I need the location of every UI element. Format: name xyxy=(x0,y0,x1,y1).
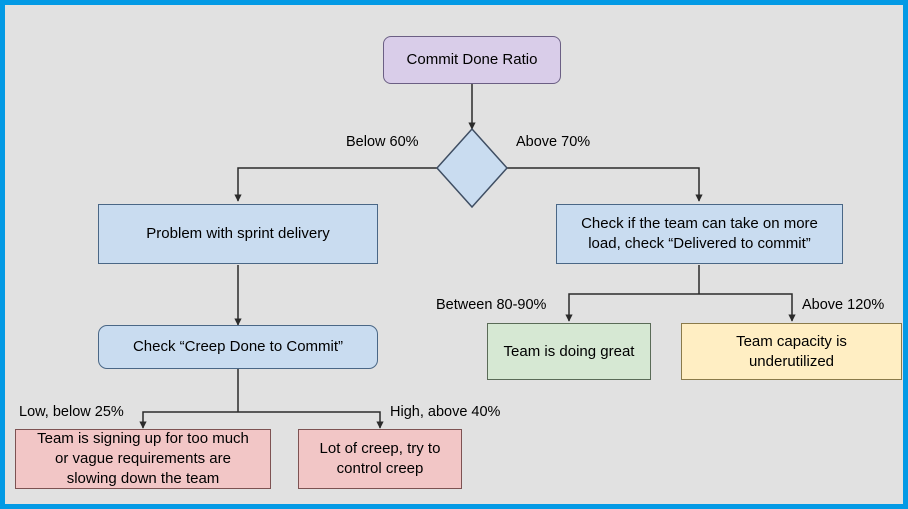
decision-diamond xyxy=(435,127,509,209)
edge-label-above-70: Above 70% xyxy=(516,134,591,150)
edge-check-more-load-to-doing-great xyxy=(565,293,699,322)
node-lot-of-creep[interactable]: Lot of creep, try to control creep xyxy=(298,429,462,489)
node-label: Team is doing great xyxy=(503,342,635,360)
edge-label-above-120: Above 120% xyxy=(802,297,885,313)
node-label: Team is signing up for too much or vague… xyxy=(37,430,249,487)
node-check-if-team-can-take-more-load[interactable]: Check if the team can take on more load,… xyxy=(556,204,843,264)
node-team-signing-up-too-much[interactable]: Team is signing up for too much or vague… xyxy=(15,429,271,489)
node-label: Check “Creep Done to Commit” xyxy=(132,338,344,356)
node-label: Commit Done Ratio xyxy=(406,51,538,69)
node-label: Problem with sprint delivery xyxy=(146,225,330,243)
node-check-creep-done-to-commit[interactable]: Check “Creep Done to Commit” xyxy=(98,325,378,369)
node-problem-with-sprint-delivery[interactable]: Problem with sprint delivery xyxy=(98,204,378,264)
node-label: Check if the team can take on more load,… xyxy=(581,215,818,252)
edge-decision-to-sprint-problem xyxy=(234,167,437,202)
edge-check-creep-to-signing-up xyxy=(139,411,238,429)
edge-label-high-above-40: High, above 40% xyxy=(390,404,501,420)
node-label: Lot of creep, try to control creep xyxy=(319,440,441,477)
edge-label-between-80-90: Between 80-90% xyxy=(436,297,547,313)
node-commit-done-ratio[interactable]: Commit Done Ratio xyxy=(383,36,561,84)
node-team-capacity-underutilized[interactable]: Team capacity is underutilized xyxy=(681,323,902,380)
node-label: Team capacity is underutilized xyxy=(736,332,847,370)
edge-label-below-60: Below 60% xyxy=(346,134,419,150)
edge-check-more-load-to-underutilized xyxy=(699,293,796,322)
edge-decision-to-check-more-load xyxy=(507,167,703,202)
edge-check-creep-to-lot-of-creep xyxy=(238,411,384,429)
node-team-is-doing-great[interactable]: Team is doing great xyxy=(487,323,651,380)
edge-label-low-below-25: Low, below 25% xyxy=(19,404,124,420)
